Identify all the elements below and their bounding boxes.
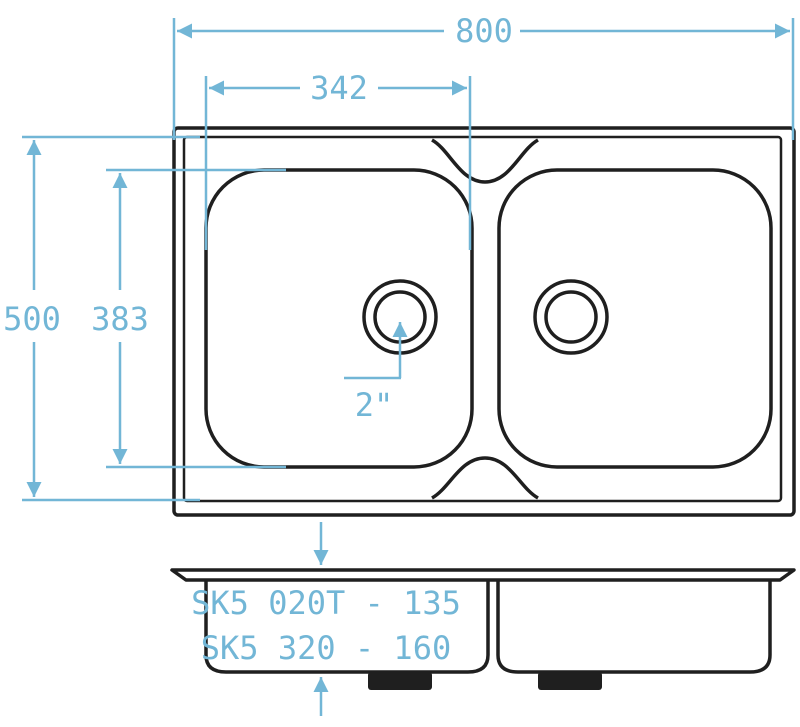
- dim-383-label: 383: [91, 300, 149, 338]
- side-left-drain: [368, 672, 432, 690]
- side-right-drain: [538, 672, 602, 690]
- right-bowl: [497, 168, 773, 469]
- dimensions: 800 342 500 383 2" SK5 020T - 135 SK5 32…: [3, 12, 795, 716]
- divider-top: [431, 138, 539, 184]
- dim-800-label: 800: [455, 12, 513, 50]
- sink-inner-rim: [182, 135, 783, 503]
- side-view: [170, 568, 796, 690]
- sink-outer-rim: [172, 126, 796, 517]
- dim-drain-label: 2": [355, 386, 394, 424]
- model-line-2: SK5 320 - 160: [201, 629, 451, 667]
- dim-342-label: 342: [310, 69, 368, 107]
- side-left-bowl: [204, 580, 490, 674]
- side-rim: [170, 568, 796, 582]
- top-view: [172, 126, 796, 517]
- left-bowl: [204, 168, 474, 469]
- right-drain-outer: [533, 279, 609, 355]
- model-line-1: SK5 020T - 135: [191, 584, 461, 622]
- right-drain-inner: [544, 290, 598, 344]
- divider-bottom: [431, 456, 539, 500]
- dim-500-label: 500: [3, 300, 61, 338]
- side-right-bowl: [496, 580, 772, 674]
